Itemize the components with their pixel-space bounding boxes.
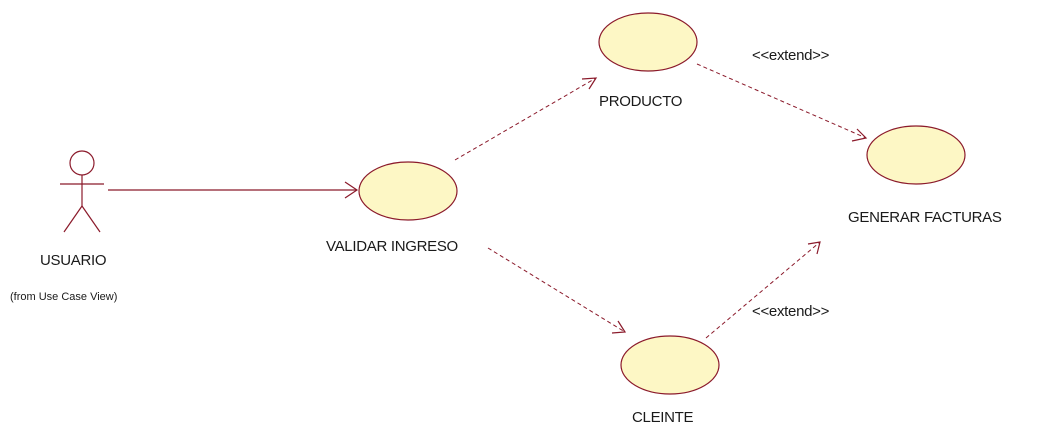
actor-usuario-figure[interactable]: [60, 150, 104, 233]
actor-right-leg: [81, 205, 101, 233]
extend-cliente-generar[interactable]: [705, 241, 821, 339]
use-case-cliente[interactable]: [620, 335, 720, 395]
use-case-producto-label: PRODUCTO: [599, 93, 683, 110]
use-case-generar-facturas[interactable]: [866, 125, 966, 185]
dependency-validar-cliente-arrowhead: [611, 320, 627, 334]
actor-head: [69, 150, 95, 176]
use-case-cliente-label: CLEINTE: [632, 409, 694, 426]
actor-source-note: (from Use Case View): [10, 291, 118, 303]
use-case-validar-ingreso-label: VALIDAR INGRESO: [326, 238, 458, 255]
use-case-producto[interactable]: [598, 12, 698, 72]
use-case-validar-ingreso[interactable]: [358, 161, 458, 221]
use-case-generar-facturas-label: GENERAR FACTURAS: [848, 209, 1002, 226]
dependency-validar-cliente[interactable]: [487, 247, 626, 333]
actor-left-leg: [63, 205, 83, 233]
extend-stereotype-label-top: <<extend>>: [752, 47, 830, 64]
extend-stereotype-label-bottom: <<extend>>: [752, 303, 830, 320]
extend-producto-generar-arrowhead: [851, 128, 868, 142]
actor-name-label: USUARIO: [40, 252, 107, 269]
dependency-validar-producto[interactable]: [454, 77, 597, 161]
association-arrowhead: [344, 181, 359, 199]
extend-producto-generar[interactable]: [696, 63, 867, 139]
extend-cliente-generar-arrowhead: [807, 241, 821, 255]
dependency-validar-producto-arrowhead: [581, 77, 598, 90]
